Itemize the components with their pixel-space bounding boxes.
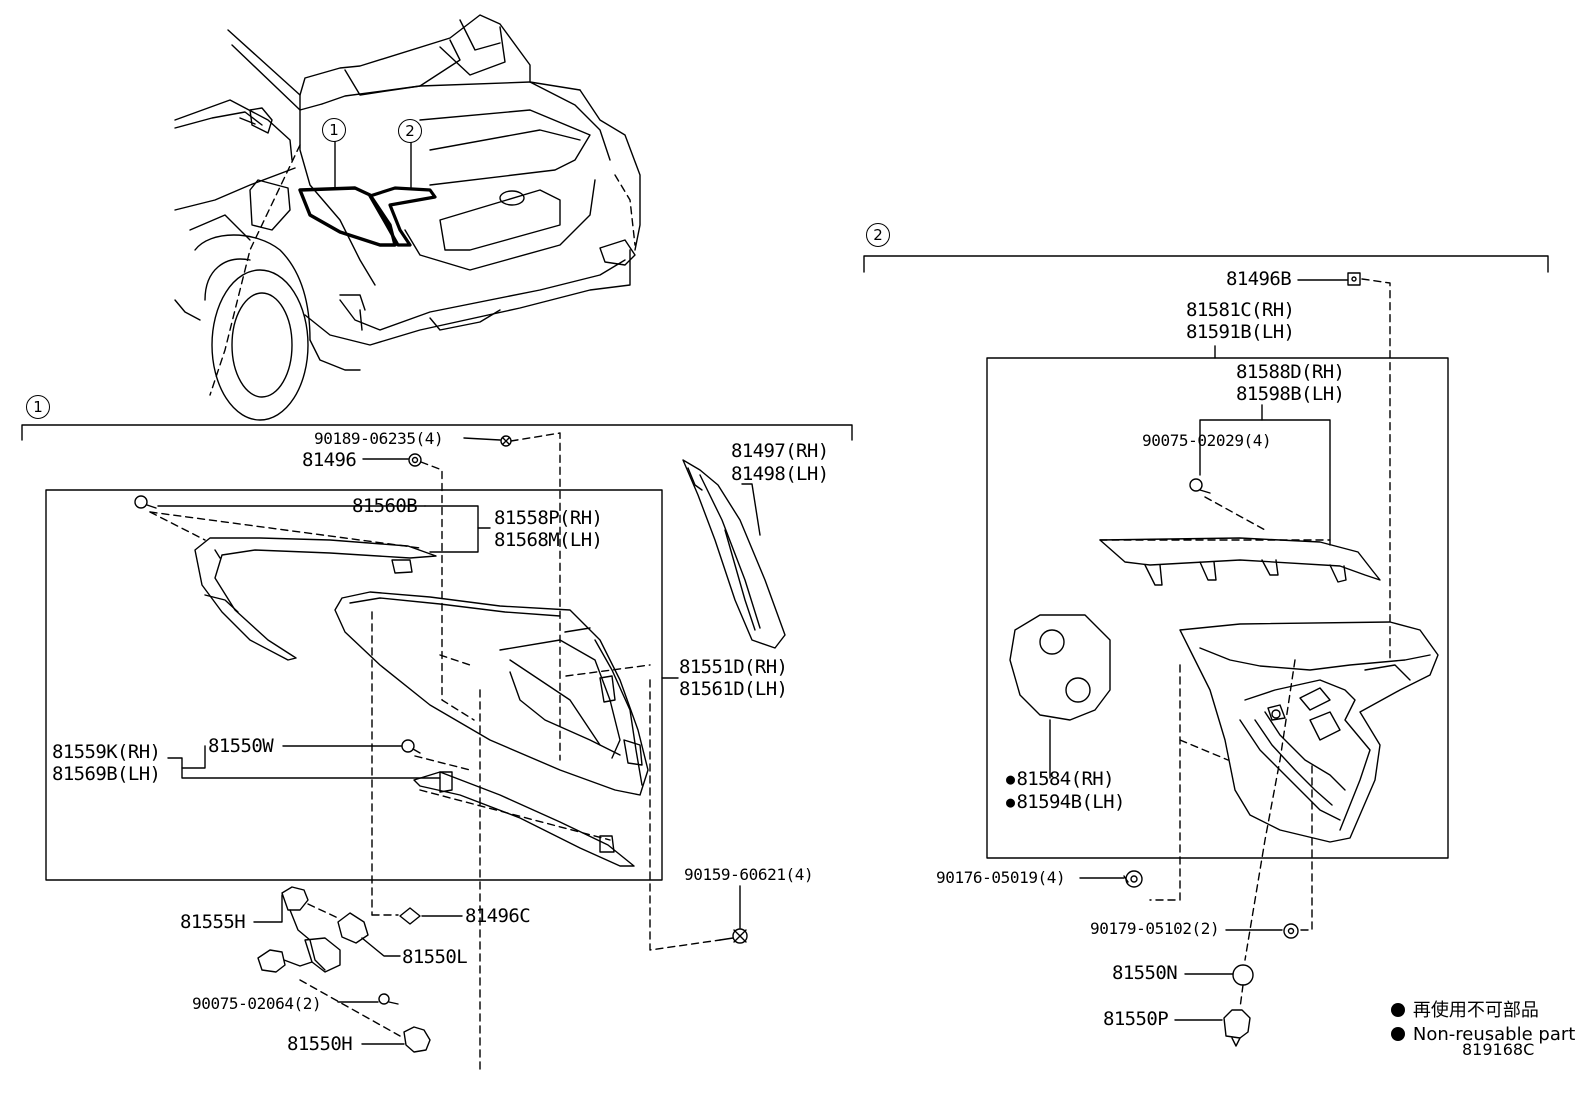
vehicle-rear-illustration (174, 14, 641, 421)
lamp-gasket (1009, 614, 1111, 721)
section-1-frame (21, 424, 853, 881)
part-81550N: 81550N (1112, 962, 1178, 984)
part-81550H: 81550H (287, 1033, 353, 1055)
legend-en-text: Non-reusable part (1412, 1024, 1576, 1045)
part-81498-lh: 81498(LH) (731, 463, 829, 485)
part-90075-02064: 90075-02064(2) (192, 994, 322, 1013)
inner-garnish (1099, 537, 1381, 586)
part-81568M-lh: 81568M(LH) (494, 529, 603, 551)
callout-2: 2 (398, 119, 422, 143)
part-81550L: 81550L (402, 946, 468, 968)
part-81588D-rh: 81588D(RH) (1236, 361, 1345, 383)
part-81594B-lh: 81594B(LH) (1006, 791, 1125, 814)
part-81496C: 81496C (465, 905, 531, 927)
part-81584-rh: 81584(RH) (1006, 768, 1114, 791)
part-81496B: 81496B (1226, 268, 1292, 290)
part-81555H: 81555H (180, 911, 246, 933)
part-81559K-rh: 81559K(RH) (52, 741, 161, 763)
part-81550P: 81550P (1103, 1008, 1169, 1030)
part-90189-06235: 90189-06235(4) (314, 429, 444, 448)
part-81550W: 81550W (208, 735, 274, 757)
upper-trim (194, 537, 437, 661)
legend-non-reusable-jp: 再使用不可部品 (1368, 975, 1539, 1047)
callout-1: 1 (322, 118, 346, 142)
bolt-icon (134, 495, 157, 509)
clip-icon (408, 453, 422, 467)
part-81560B: 81560B (352, 495, 418, 517)
section-1-label: 1 (26, 395, 50, 419)
clip-icon (1347, 272, 1361, 286)
part-90176-05019: 90176-05019(4) (936, 868, 1066, 887)
bolt-icon (401, 739, 421, 754)
part-81598B-lh: 81598B(LH) (1236, 383, 1345, 405)
bulb-icon (1232, 964, 1254, 986)
part-90179-05102: 90179-05102(2) (1090, 919, 1220, 938)
section-2-parts (1009, 272, 1439, 1047)
clip-icon (1123, 870, 1143, 888)
bulb-icon (337, 912, 369, 944)
socket-icon (257, 886, 341, 973)
part-81581C-rh: 81581C(RH) (1186, 299, 1295, 321)
part-90159-60621: 90159-60621(4) (684, 865, 814, 884)
part-81497-rh: 81497(RH) (731, 440, 829, 462)
bolt-icon (378, 993, 399, 1005)
side-garnish (682, 459, 786, 649)
non-reusable-bullet-icon (1390, 1003, 1405, 1017)
section-2-frame (863, 255, 1549, 859)
clip-icon (1283, 923, 1299, 939)
part-81591B-lh: 81591B(LH) (1186, 321, 1295, 343)
part-81496: 81496 (302, 449, 357, 471)
section-1-parts (134, 432, 786, 1071)
part-81561D-lh: 81561D(LH) (679, 678, 788, 700)
diagram-reference-number: 819168C (1462, 1040, 1535, 1059)
tail-lamp-assembly-lh (1179, 621, 1439, 843)
clip-icon (399, 907, 421, 925)
tail-lamp-assembly-rh (334, 591, 649, 796)
legend-non-reusable-en: Non-reusable part (1368, 999, 1575, 1071)
part-81569B-lh: 81569B(LH) (52, 763, 161, 785)
section-2-label: 2 (866, 223, 890, 247)
non-reusable-bullet-icon (1390, 1027, 1405, 1041)
legend-jp-text: 再使用不可部品 (1412, 1000, 1539, 1021)
bolt-icon (719, 928, 748, 944)
part-81551D-rh: 81551D(RH) (679, 656, 788, 678)
socket-icon (1223, 1009, 1251, 1047)
part-81558P-rh: 81558P(RH) (494, 507, 603, 529)
lower-trim (413, 771, 635, 867)
bulb-icon (403, 1026, 431, 1053)
bolt-icon (1189, 478, 1211, 494)
part-90075-02029: 90075-02029(4) (1142, 431, 1272, 450)
bolt-icon (500, 435, 512, 447)
